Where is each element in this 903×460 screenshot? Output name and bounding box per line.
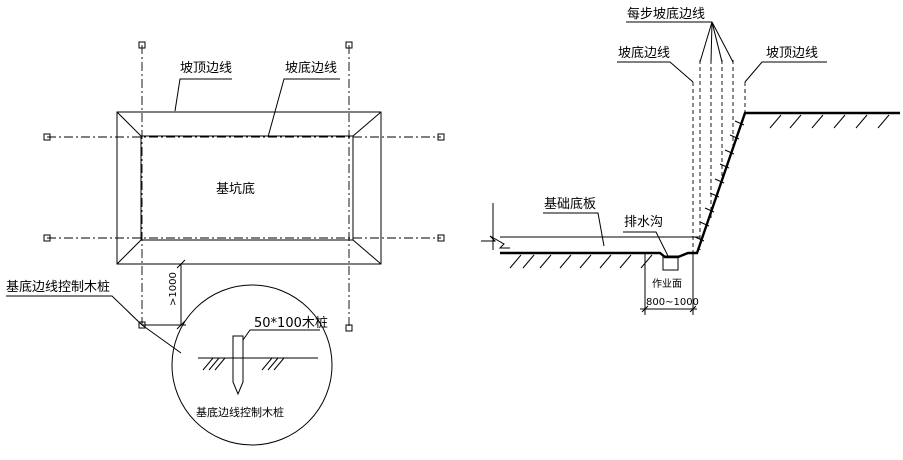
label-step-slope-bottom: 每步坡底边线 xyxy=(627,6,705,22)
plan-view: 坡顶边线 坡底边线 基坑底 >1000 基底边线控制木桩 xyxy=(6,41,445,354)
leader-to-detail xyxy=(141,324,182,354)
dimension-offset: >1000 xyxy=(168,272,179,306)
leader-control-stake xyxy=(6,295,143,326)
stake-marker xyxy=(138,41,146,49)
label-slope-bottom-section: 坡底边线 xyxy=(618,45,670,61)
leader-step-bottom xyxy=(699,21,713,63)
label-pit-bottom: 基坑底 xyxy=(216,181,255,197)
corner-line xyxy=(116,239,142,265)
leader-step-bottom xyxy=(711,21,734,63)
detail-circle xyxy=(171,284,333,446)
slope-top-outline xyxy=(116,111,382,265)
stake-marker xyxy=(43,133,51,141)
label-control-stake: 基底边线控制木桩 xyxy=(6,279,110,295)
wood-stake xyxy=(232,335,244,396)
stake-marker xyxy=(43,234,51,242)
slope-bottom-outline xyxy=(140,135,354,241)
ground-hatch xyxy=(202,357,285,371)
label-work-width: 800~1000 xyxy=(646,297,699,308)
break-symbol xyxy=(481,235,510,249)
dimension-tick xyxy=(176,259,186,269)
stake-marker xyxy=(437,133,445,141)
excavation-profile xyxy=(500,111,900,259)
stake-marker xyxy=(345,324,353,332)
corner-line xyxy=(352,239,382,265)
corner-line xyxy=(352,111,382,137)
leader-step-bottom xyxy=(711,21,723,63)
leader-stake-size xyxy=(242,329,320,341)
corner-line xyxy=(116,111,142,137)
drain-ditch xyxy=(662,255,679,271)
top-hatch xyxy=(769,114,890,129)
stake-marker xyxy=(345,41,353,49)
label-work-face: 作业面 xyxy=(652,278,682,290)
detail-caption: 基底边线控制木桩 xyxy=(196,405,284,419)
label-slope-bottom: 坡底边线 xyxy=(285,60,337,76)
label-slope-top: 坡顶边线 xyxy=(180,61,232,76)
label-stake-size: 50*100木桩 xyxy=(254,316,328,331)
stake-marker xyxy=(437,234,445,242)
leader-slope-top xyxy=(174,78,232,112)
leader-slope-bottom xyxy=(617,61,694,83)
stake-detail: 50*100木桩 基底边线控制木桩 xyxy=(171,284,333,446)
slope-hatch xyxy=(694,120,745,242)
label-foundation-slab: 基础底板 xyxy=(544,196,596,212)
label-drain-ditch: 排水沟 xyxy=(624,215,663,230)
leader-drain-ditch xyxy=(623,231,669,257)
leader-slope-bottom xyxy=(267,78,340,138)
leader-foundation-slab xyxy=(543,212,605,247)
dimension-tick xyxy=(689,305,697,313)
section-view: 每步坡底边线 坡底边线 坡顶边线 基础底板 排水沟 作业面 800~1000 xyxy=(481,6,900,315)
dimension-tick xyxy=(641,305,649,313)
label-slope-top-section: 坡顶边线 xyxy=(766,46,818,61)
bottom-hatch xyxy=(509,254,653,269)
leader-step-bottom xyxy=(710,21,713,63)
leader-slope-top xyxy=(744,61,827,83)
